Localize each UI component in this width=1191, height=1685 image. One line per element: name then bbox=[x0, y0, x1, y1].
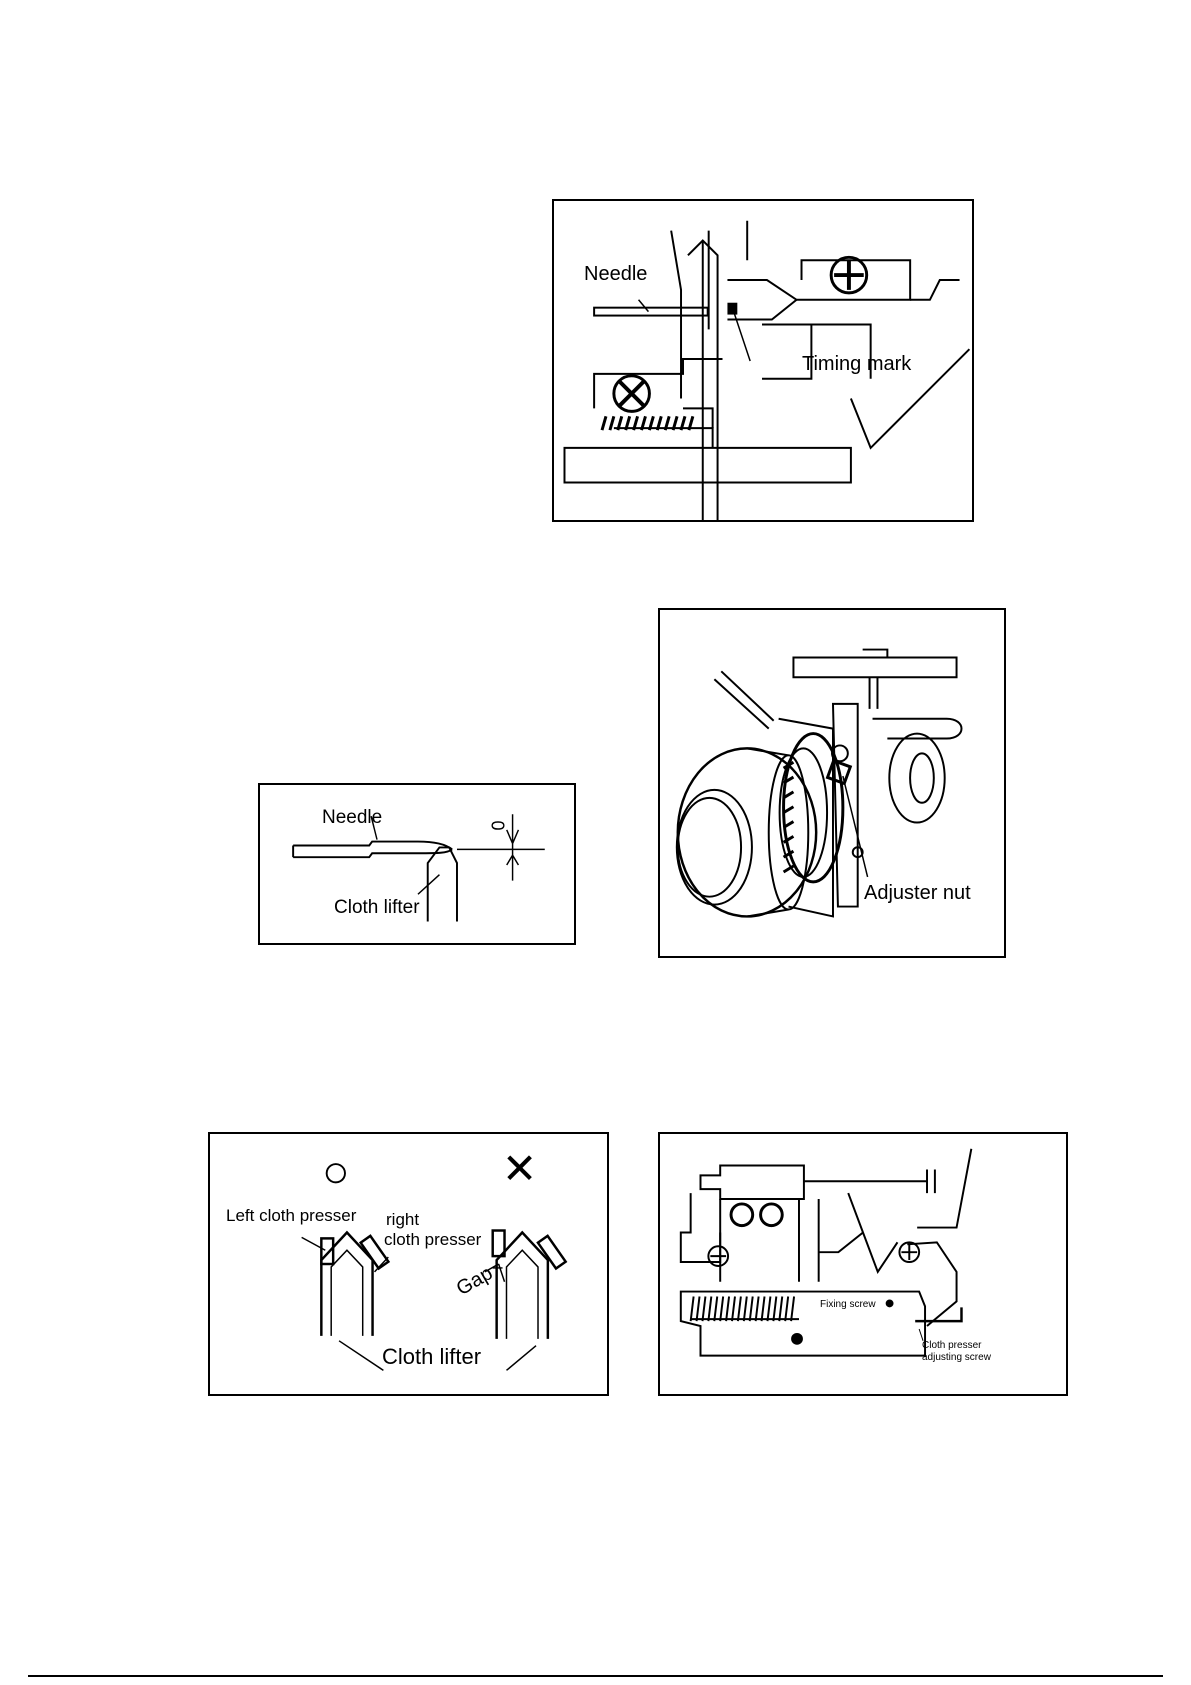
figure-cloth-presser-position: ○ ✕ Left cloth presser right cloth press… bbox=[208, 1132, 609, 1396]
page-bottom-rule bbox=[28, 1675, 1163, 1677]
needle-clearance-illustration bbox=[260, 785, 574, 943]
left-cloth-presser-label: Left cloth presser bbox=[226, 1206, 356, 1226]
adjuster-nut-label: Adjuster nut bbox=[864, 882, 971, 905]
needle-label: Needle bbox=[322, 807, 382, 829]
figure-needle-clearance: Needle 0 Cloth lifter bbox=[258, 783, 576, 945]
incorrect-symbol: ✕ bbox=[502, 1146, 537, 1192]
adjusting-screws-illustration bbox=[660, 1134, 1066, 1394]
adjusting-screw-label-line1: Cloth presser bbox=[922, 1340, 981, 1351]
needle-label: Needle bbox=[584, 263, 647, 286]
timing-mark-label: Timing mark bbox=[802, 353, 911, 376]
fixing-screw-label: Fixing screw bbox=[820, 1299, 876, 1310]
zero-clearance-label: 0 bbox=[487, 820, 508, 830]
figure-adjuster-nut: Adjuster nut bbox=[658, 608, 1006, 958]
figure-adjusting-screws: Fixing screw Cloth presser adjusting scr… bbox=[658, 1132, 1068, 1396]
right-cloth-presser-label-line2: cloth presser bbox=[384, 1230, 481, 1250]
cloth-lifter-label: Cloth lifter bbox=[382, 1344, 481, 1370]
adjusting-screw-label-line2: adjusting screw bbox=[922, 1352, 991, 1363]
figure-timing-mark: Needle Timing mark bbox=[552, 199, 974, 522]
correct-symbol: ○ bbox=[322, 1148, 350, 1194]
cloth-lifter-label: Cloth lifter bbox=[334, 897, 420, 919]
right-cloth-presser-label-line1: right bbox=[386, 1210, 419, 1230]
